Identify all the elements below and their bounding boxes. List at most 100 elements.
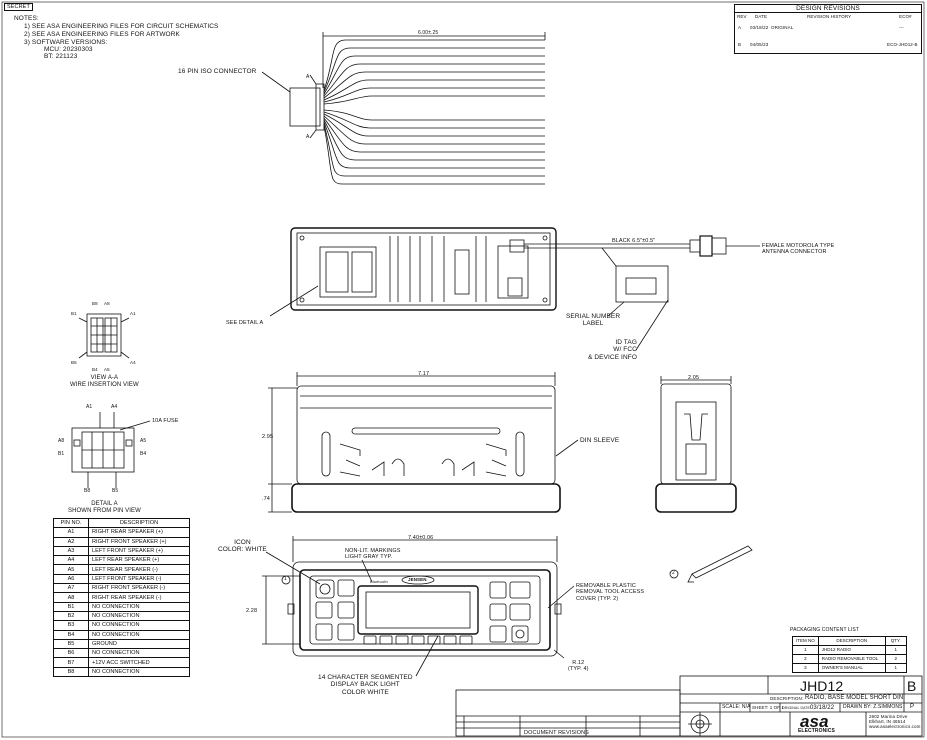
date-header: DATE xyxy=(755,14,768,19)
sheet-tag: SECRET xyxy=(4,3,33,12)
pin-description: NO CONNECTION xyxy=(88,620,190,631)
rev-header: REV xyxy=(737,14,747,19)
pin-description: NO CONNECTION xyxy=(88,610,190,622)
pin-description: RIGHT REAR SPEAKER (+) xyxy=(88,527,190,538)
display-label: 14 CHARACTER SEGMENTED DISPLAY BACK LIGH… xyxy=(318,674,413,696)
pin-table-header: PIN NO.DESCRIPTION xyxy=(53,517,190,529)
pin-description: LEFT FRONT SPEAKER (-) xyxy=(88,573,190,585)
pin-description: GROUND xyxy=(88,638,190,650)
id-tag-label: ID TAG W/ FCC & DEVICE INFO xyxy=(588,339,637,361)
pin-number: B7 xyxy=(53,657,89,668)
svg-text:A: A xyxy=(306,134,310,140)
din-sleeve-label: DIN SLEEVE xyxy=(580,437,620,444)
pin-description: NO CONNECTION xyxy=(88,648,190,659)
description: RADIO, BASE MODEL SHORT DIN xyxy=(805,695,904,701)
pin-label: A5 xyxy=(140,438,147,444)
rev-b-date: 04/05/23 xyxy=(750,42,769,47)
pin-table-header-cell: DESCRIPTION xyxy=(88,517,190,529)
scale: SCALE: N/A xyxy=(722,704,751,710)
dim-front-width: 7.40±0.06 xyxy=(408,535,434,541)
pin-label: A4 xyxy=(130,360,136,365)
pin-number: A6 xyxy=(53,573,89,585)
pin-number: B6 xyxy=(53,648,89,659)
pin-number: B8 xyxy=(53,666,89,678)
iso-connector-label: 16 PIN ISO CONNECTOR xyxy=(178,68,257,75)
title-block-lines xyxy=(455,675,923,737)
icon-color-label: ICON COLOR: WHITE xyxy=(218,539,267,554)
pin-label: A1 xyxy=(86,404,93,410)
brand-logo: JENSEN xyxy=(408,577,427,582)
packaging-cell: 1 xyxy=(884,663,907,673)
view-aa xyxy=(78,313,130,359)
pin-number: B2 xyxy=(53,610,89,622)
packaging-cell: OWNER'S MANUAL xyxy=(817,663,886,673)
pin-description: RIGHT FRONT SPEAKER (-) xyxy=(88,583,190,594)
notes-title: NOTES: xyxy=(14,15,39,22)
rev-b: B xyxy=(738,42,742,47)
balloon-1: 1 xyxy=(284,576,287,582)
pin-label: B5 xyxy=(71,360,77,365)
pin-description: NO CONNECTION xyxy=(88,629,190,640)
rev-a: A xyxy=(738,25,742,30)
pin-label: B4 xyxy=(140,451,147,457)
pin-description: RIGHT FRONT SPEAKER (+) xyxy=(88,536,190,547)
pin-number: B5 xyxy=(53,638,89,650)
dim-717: 7.17 xyxy=(418,371,430,377)
iso-connector: A A xyxy=(261,32,546,185)
antenna-label: FEMALE MOTOROLA TYPE ANTENNA CONNECTOR xyxy=(762,243,835,256)
revision-letter: B xyxy=(907,678,917,694)
pin-description: LEFT FRONT SPEAKER (+) xyxy=(88,545,190,557)
detail-a-title: DETAIL A SHOWN FROM PIN VIEW xyxy=(68,501,141,514)
company-logo-sub: ELECTRONICS xyxy=(798,728,835,734)
dim-74: .74 xyxy=(262,496,270,502)
serial-label: SERIAL NUMBER LABEL xyxy=(566,313,621,328)
dim-front-height: 2.28 xyxy=(246,608,258,614)
pin-description: LEFT REAR SPEAKER (-) xyxy=(88,564,190,575)
pin-number: A5 xyxy=(53,564,89,575)
rear-chassis xyxy=(269,227,760,351)
dim-205: 2.05 xyxy=(688,375,700,381)
packaging-header-cell: QTY. xyxy=(884,636,907,646)
pin-label: B8 xyxy=(92,301,98,306)
packaging-cell: 1 xyxy=(884,645,907,655)
pin-description: RIGHT REAR SPEAKER (-) xyxy=(88,592,190,603)
packaging-cell: RADIO REMOVABLE TOOL xyxy=(817,654,886,664)
note-line: BT: 221123 xyxy=(44,53,78,60)
nonlit-label: NON-LIT. MARKINGS LIGHT GRAY TYP. xyxy=(345,548,401,561)
sheet-size: P xyxy=(910,704,915,710)
pin-number: A3 xyxy=(53,545,89,557)
sheet: SHEET: 1 OF 1 xyxy=(752,705,785,710)
bluetooth-mark: Bluetooth xyxy=(370,579,388,584)
drawn-by: DRAWN BY: Z.SIMMONS xyxy=(843,704,903,710)
doc-revisions-title: DOCUMENT REVISIONS xyxy=(524,730,589,736)
detail-a xyxy=(71,412,151,488)
removable-label: REMOVABLE PLASTIC REMOVAL TOOL ACCESS CO… xyxy=(576,583,645,602)
pin-number: A8 xyxy=(53,592,89,603)
date: 03/18/22 xyxy=(810,705,835,711)
part-number: JHD12 xyxy=(800,678,844,694)
pin-label: B1 xyxy=(71,311,77,316)
packaging-cell: 3 xyxy=(792,663,819,673)
note-line: 3) SOFTWARE VERSIONS: xyxy=(24,39,108,46)
pin-label: B4 xyxy=(92,367,98,372)
pin-label: B8 xyxy=(84,488,91,494)
pin-description: NO CONNECTION xyxy=(88,601,190,612)
rev-a-history: ORIGINAL xyxy=(771,25,794,30)
company-logo: asa xyxy=(800,712,829,731)
pin-label: B5 xyxy=(112,488,119,494)
pin-table-header-cell: PIN NO. xyxy=(53,517,89,529)
balloon-2: 2 xyxy=(672,570,675,576)
